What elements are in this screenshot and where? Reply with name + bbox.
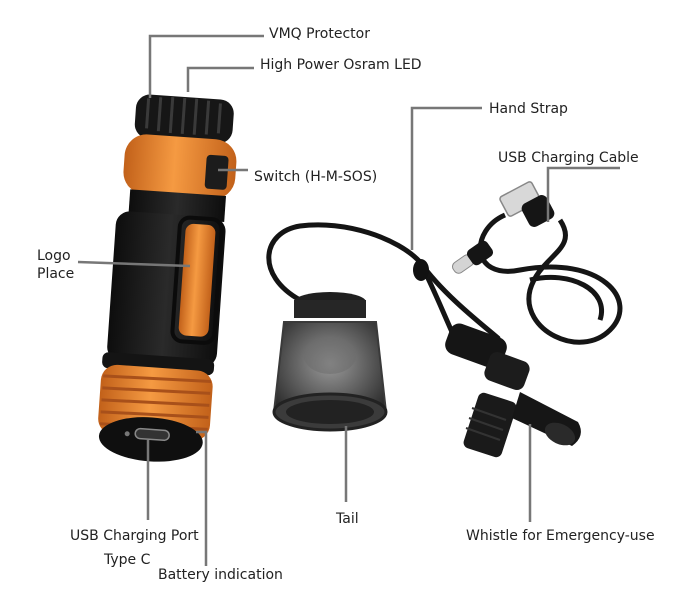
flashlight	[98, 94, 237, 462]
bezel-ridges	[145, 96, 222, 135]
leader-led	[186, 66, 254, 92]
label-logo-line2: Place	[37, 266, 75, 282]
label-logo-line1: Logo	[37, 248, 71, 264]
usb-charging-cable	[452, 181, 623, 345]
label-hand-strap: Hand Strap	[489, 101, 568, 117]
label-vmq-protector: VMQ Protector	[269, 26, 370, 42]
label-usb-port-line1: USB Charging Port	[70, 528, 199, 544]
switch-button[interactable]	[204, 154, 229, 190]
label-usb-port-line2: Type C	[104, 552, 151, 568]
usb-c-port[interactable]	[134, 427, 170, 442]
tail-cap	[272, 292, 388, 432]
leader-vmq	[148, 34, 264, 98]
label-usb-cable: USB Charging Cable	[498, 150, 639, 166]
leader-hand-strap	[410, 106, 482, 250]
whistle	[445, 323, 581, 458]
leader-battery	[196, 430, 208, 566]
logo-place-panel	[178, 223, 216, 337]
battery-indicator-led	[124, 431, 130, 437]
leader-logo	[77, 260, 191, 268]
leader-lines	[77, 34, 620, 566]
label-whistle: Whistle for Emergency-use	[466, 528, 655, 544]
label-switch: Switch (H-M-SOS)	[254, 169, 378, 185]
label-battery: Battery indication	[158, 567, 283, 583]
leader-usb-cable	[546, 166, 620, 222]
label-tail: Tail	[336, 511, 359, 527]
label-led: High Power Osram LED	[260, 57, 422, 73]
strap-slider	[413, 259, 429, 281]
